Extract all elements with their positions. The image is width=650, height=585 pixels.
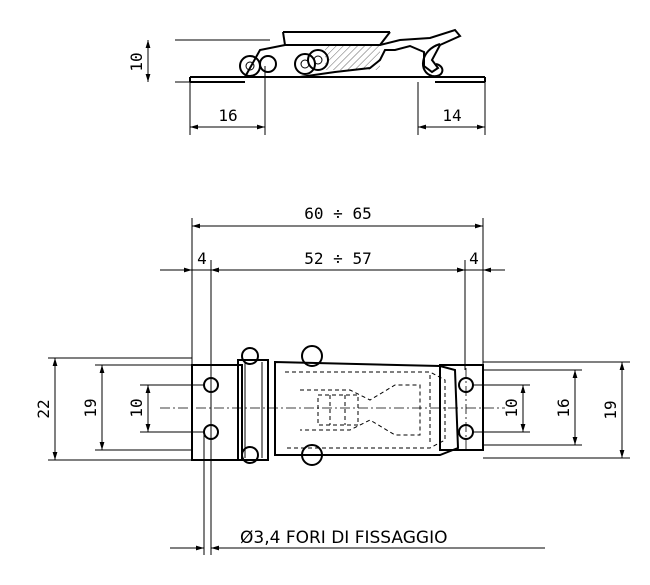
- right-height-label: 19: [601, 400, 620, 419]
- right-width-label: 16: [554, 398, 573, 417]
- left-height-label: 19: [81, 398, 100, 417]
- left-outer-height-label: 22: [34, 399, 53, 418]
- inner-length-label: 52 ÷ 57: [304, 249, 371, 268]
- left-hole-spacing-label: 10: [127, 398, 146, 417]
- right-hole-spacing-label: 10: [502, 398, 521, 417]
- side-height-label: 10: [127, 52, 146, 71]
- fixing-holes-note: Ø3,4 FORI DI FISSAGGIO: [240, 528, 447, 548]
- side-view: 10 16 14: [127, 28, 486, 135]
- overall-length-label: 60 ÷ 65: [304, 204, 371, 223]
- side-right-label: 14: [442, 106, 461, 125]
- right-offset-label: 4: [469, 249, 479, 268]
- side-left-label: 16: [218, 106, 237, 125]
- left-offset-label: 4: [197, 249, 207, 268]
- top-view: 60 ÷ 65 52 ÷ 57 4 4: [34, 204, 630, 555]
